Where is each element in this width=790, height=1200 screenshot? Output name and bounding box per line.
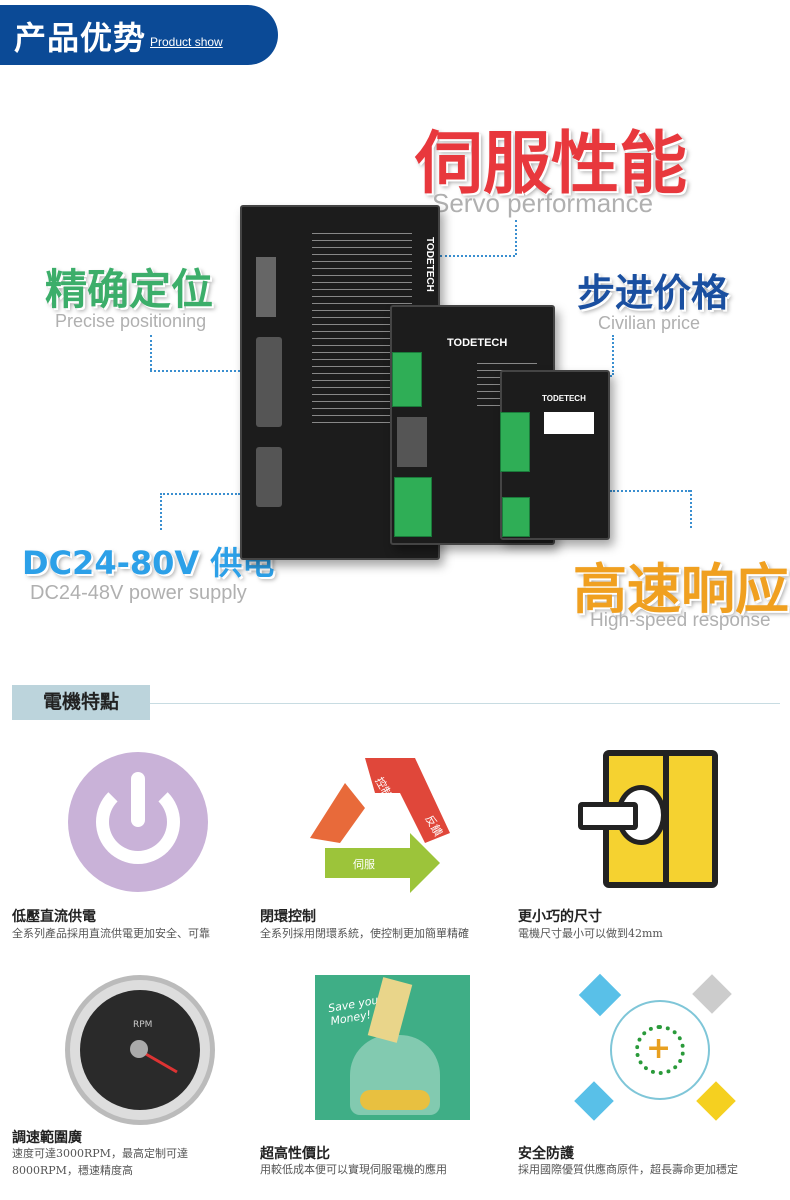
- power-icon: [68, 752, 208, 892]
- feature-desc: 全系列採用閉環系統，使控制更加簡單精確: [260, 927, 469, 940]
- speedometer-icon: RPM: [65, 975, 215, 1125]
- price-subheading: Civilian price: [598, 313, 701, 333]
- recycle-loop-icon: 伺服 控制 反饋: [305, 748, 455, 898]
- connector-line: [160, 493, 240, 495]
- feature-title: 閉環控制: [260, 909, 316, 925]
- money-jar-icon: Save your Money!: [315, 975, 470, 1120]
- servo-subheading: Servo performance: [432, 188, 654, 218]
- header-subtitle-link[interactable]: Product show: [150, 35, 223, 49]
- feature-desc: 採用國際優質供應商原件，超長壽命更加穩定: [518, 1163, 738, 1176]
- gauge-label: RPM: [133, 1020, 153, 1030]
- feature-title: 超高性價比: [260, 1146, 330, 1162]
- connector-line: [150, 370, 240, 372]
- feature-desc: 全系列產品採用直流供電更加安全、可靠: [12, 927, 210, 940]
- speed-heading: 高速响应: [573, 558, 789, 621]
- connector-line: [150, 335, 152, 370]
- motor-icon: [578, 750, 723, 890]
- feature-desc: 電機尺寸最小可以做到42mm: [518, 927, 663, 940]
- feature-title: 安全防護: [518, 1146, 574, 1162]
- brand-label: TODETECH: [424, 237, 435, 292]
- connector-line: [690, 490, 692, 528]
- price-heading: 步进价格: [577, 271, 730, 315]
- feature-desc-line2: 8000RPM，穩速精度高: [12, 1164, 133, 1177]
- precise-subheading: Precise positioning: [55, 311, 207, 331]
- section-divider: [150, 703, 780, 704]
- servo-heading: 伺服性能: [415, 125, 688, 204]
- connector-line: [610, 490, 690, 492]
- power-subheading: DC24-48V power supply: [30, 582, 247, 604]
- brand-label: TODETECH: [542, 394, 586, 403]
- feature-desc: 速度可達3000RPM，最高定制可達: [12, 1147, 188, 1160]
- feature-title: 低壓直流供電: [12, 909, 96, 925]
- power-heading: DC24-80V 供电: [22, 544, 275, 582]
- connector-line: [612, 335, 614, 375]
- features-section-title: 電機特點: [12, 685, 150, 720]
- brand-label: TODETECH: [447, 337, 508, 349]
- precise-heading: 精确定位: [45, 265, 214, 314]
- header-title: 产品优势: [14, 19, 147, 57]
- feature-title: 調速範圍廣: [12, 1130, 82, 1146]
- connector-line: [160, 493, 162, 530]
- shield-icon: +: [574, 973, 736, 1121]
- feature-title: 更小巧的尺寸: [518, 909, 602, 925]
- section-header-banner: 产品优势 Product show: [0, 5, 278, 65]
- servo-driver-small-image: TODETECH: [500, 370, 610, 540]
- connector-line: [515, 220, 517, 255]
- feature-desc: 用較低成本便可以實現伺服電機的應用: [260, 1163, 447, 1176]
- speed-subheading: High-speed response: [590, 610, 771, 631]
- connector-line: [440, 255, 515, 257]
- loop-label: 伺服: [353, 858, 375, 871]
